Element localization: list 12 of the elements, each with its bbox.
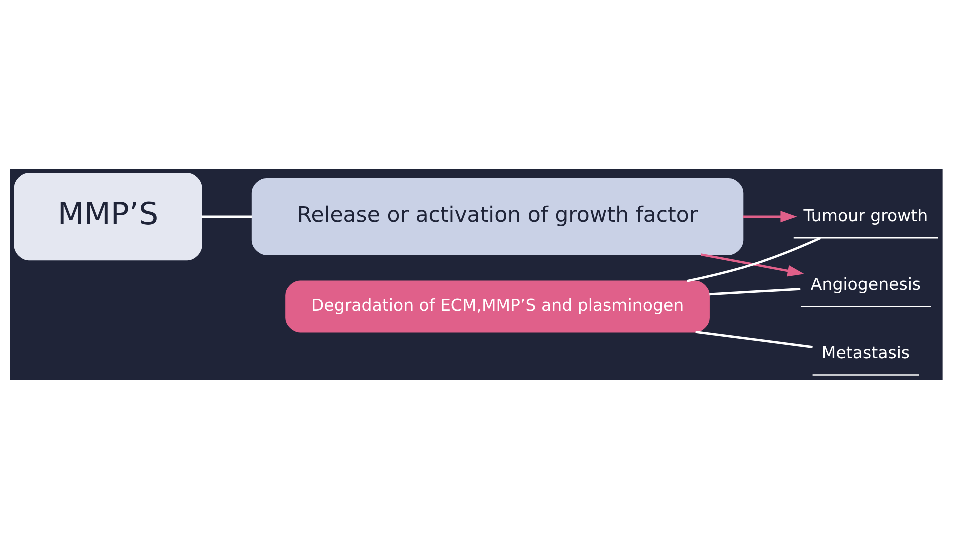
node-box: Release or activation of growth factor <box>252 178 744 256</box>
arrow <box>700 254 804 277</box>
node-box: MMP’S <box>14 173 202 261</box>
arrow <box>744 211 798 223</box>
connector <box>696 330 813 348</box>
connector <box>710 288 801 296</box>
node-text: Angiogenesis <box>810 274 922 294</box>
connector <box>202 216 252 218</box>
node-text: Tumour growth <box>804 206 928 226</box>
node-text: Metastasis <box>822 343 910 362</box>
connector <box>686 237 822 282</box>
node-box: Degradation of ECM,MMP’S and plasminogen <box>286 280 710 333</box>
